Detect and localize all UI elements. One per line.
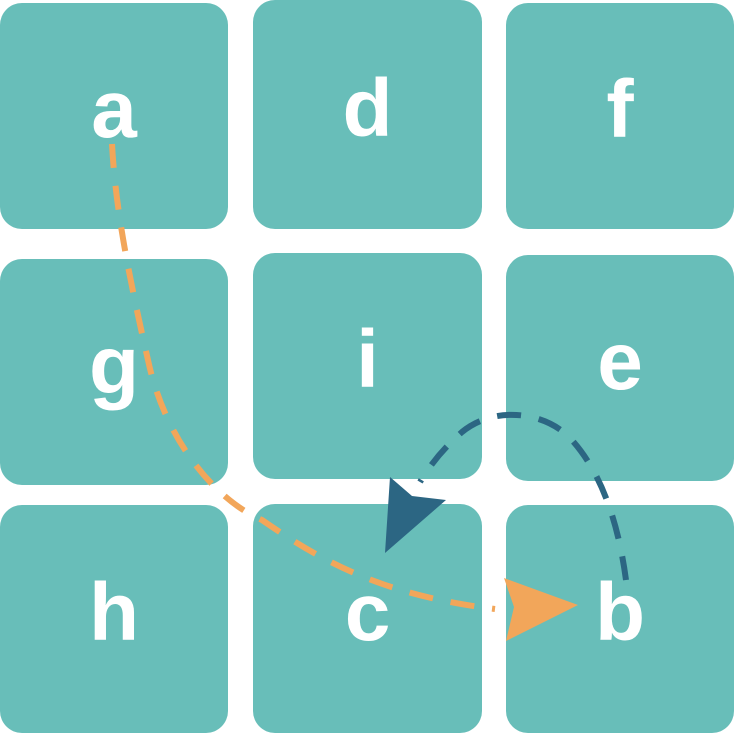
tile-c: c <box>253 504 482 733</box>
tile-letter: f <box>606 64 634 155</box>
tile-letter: b <box>594 567 646 658</box>
tile-f: f <box>506 3 734 229</box>
tile-letter: d <box>342 62 393 154</box>
tile-i: i <box>253 253 482 479</box>
tile-h: h <box>0 505 228 733</box>
tile-d: d <box>253 0 482 229</box>
tile-letter: h <box>88 567 140 658</box>
tile-e: e <box>506 255 734 481</box>
tile-letter: g <box>88 320 140 411</box>
tile-letter: a <box>91 64 137 155</box>
tile-letter: i <box>356 314 379 405</box>
tile-letter: e <box>597 316 643 407</box>
tile-b: b <box>506 505 734 733</box>
tile-a: a <box>0 3 228 229</box>
tile-g: g <box>0 259 228 485</box>
tile-letter: c <box>344 566 391 658</box>
